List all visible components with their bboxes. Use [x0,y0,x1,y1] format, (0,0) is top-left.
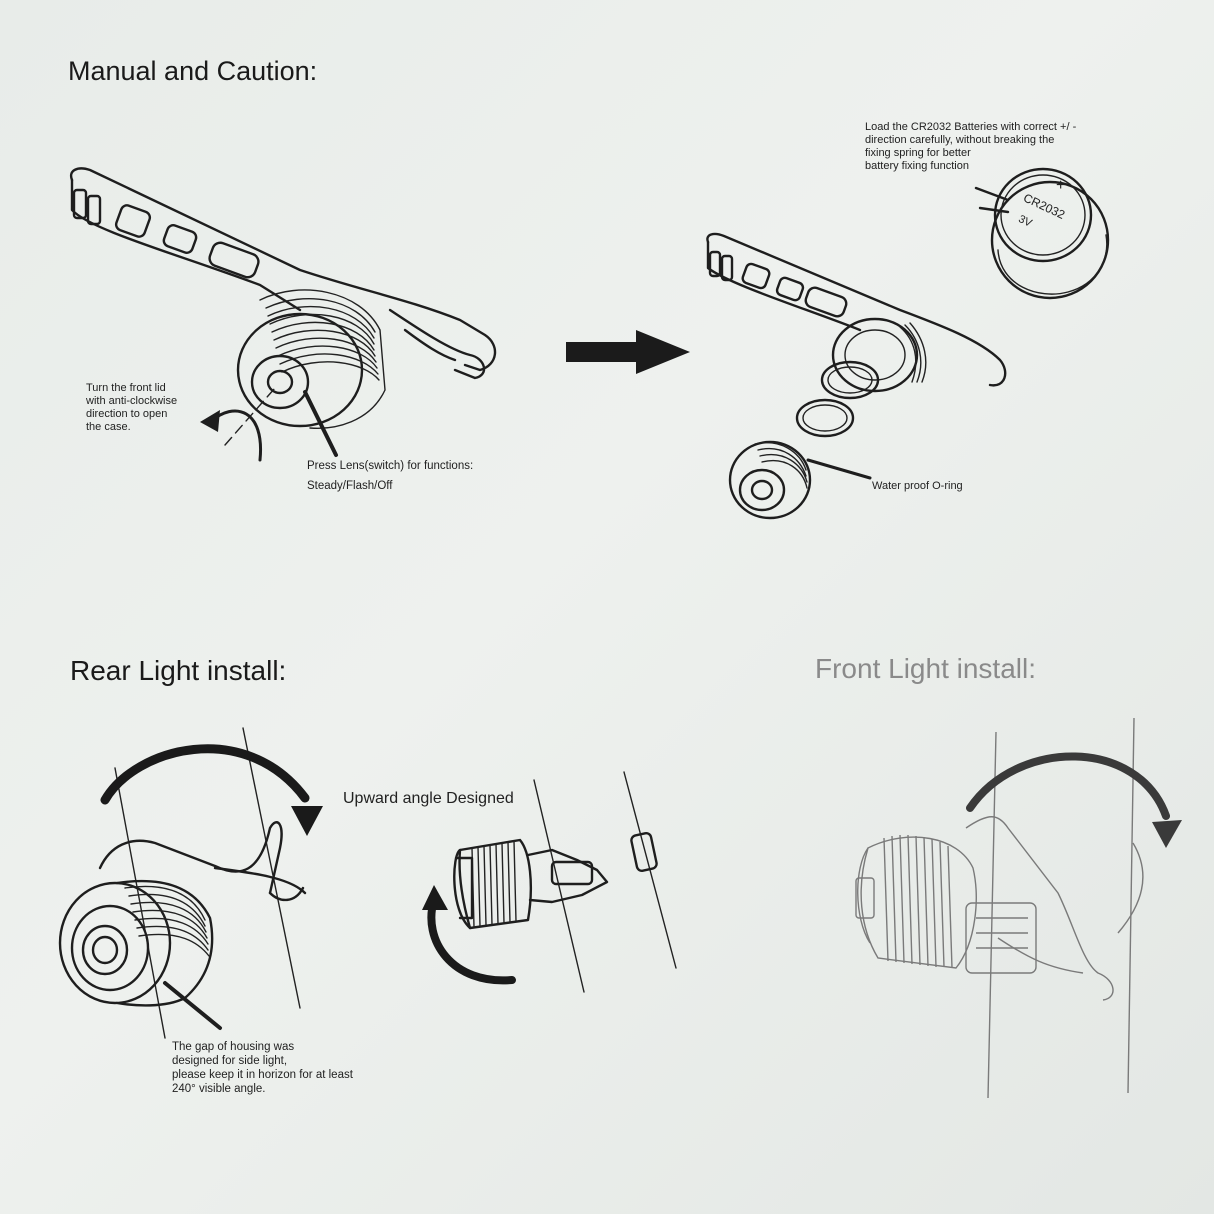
exploded-view-illustration [706,232,1007,520]
battery-polarity-label: + [1056,177,1065,194]
note-line: Load the CR2032 Batteries with correct +… [865,121,1077,133]
rear-light-install-illustration [58,727,323,1039]
note-line: Press Lens(switch) for functions: [307,460,474,472]
upward-angle-label: Upward angle Designed [343,790,514,807]
heading-manual-caution: Manual and Caution: [68,56,318,86]
upward-angle-illustration [422,771,677,993]
heading-rear-light-install: Rear Light install: [70,655,287,686]
note-line: the case. [86,421,131,433]
step-arrow-icon [566,330,690,374]
press-lens-note: Press Lens(switch) for functions: Steady… [307,456,473,496]
battery-voltage-label: 3V [1016,213,1034,230]
note-line: battery fixing function [865,160,969,172]
battery-illustration: + CR2032 3V [974,167,1110,300]
note-line: direction carefully, without breaking th… [865,134,1055,146]
note-line: please keep it in horizon for at least [172,1069,353,1081]
note-line: The gap of housing was [172,1041,295,1053]
note-line: with anti-clockwise [86,395,178,407]
heading-front-light-install: Front Light install: [815,653,1036,684]
note-line: direction to open [86,408,168,420]
battery-loading-note: Load the CR2032 Batteries with correct +… [865,121,1076,173]
front-light-install-illustration [855,717,1182,1099]
oring-note: Water proof O-ring [872,480,963,492]
note-line: fixing spring for better [865,147,971,159]
closed-light-illustration [69,167,497,462]
housing-gap-note: The gap of housing was designed for side… [172,1040,353,1096]
note-line: Steady/Flash/Off [307,480,393,492]
note-line: Turn the front lid [86,382,166,394]
turn-lid-note: Turn the front lid with anti-clockwise d… [86,382,177,434]
note-line: 240° visible angle. [172,1083,266,1095]
note-line: designed for side light, [172,1055,288,1067]
